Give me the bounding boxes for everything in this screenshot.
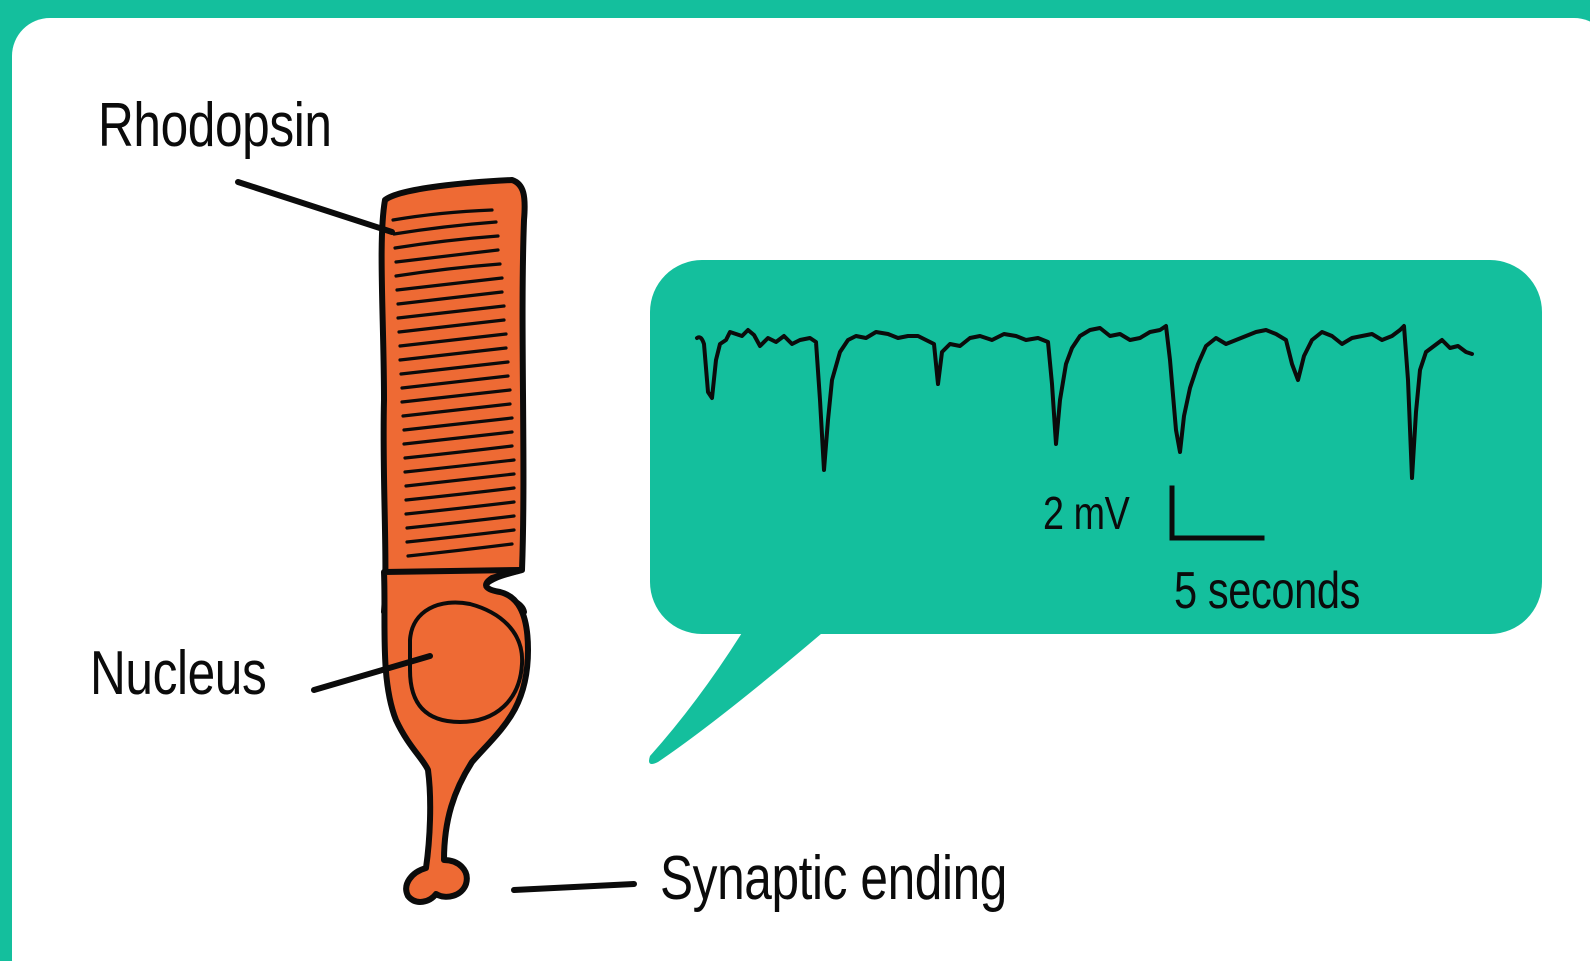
rhodopsin-leader: [238, 182, 392, 232]
nucleus-shape: [410, 603, 522, 723]
synaptic-leader: [514, 884, 634, 890]
scale-time-label: 5 seconds: [1174, 565, 1360, 617]
nucleus-label: Nucleus: [90, 643, 266, 705]
scale-voltage-label: 2 mV: [1043, 490, 1129, 536]
synaptic-ending-label: Synaptic ending: [660, 848, 1007, 910]
rod-cell: [382, 180, 528, 902]
rhodopsin-label: Rhodopsin: [98, 95, 332, 157]
